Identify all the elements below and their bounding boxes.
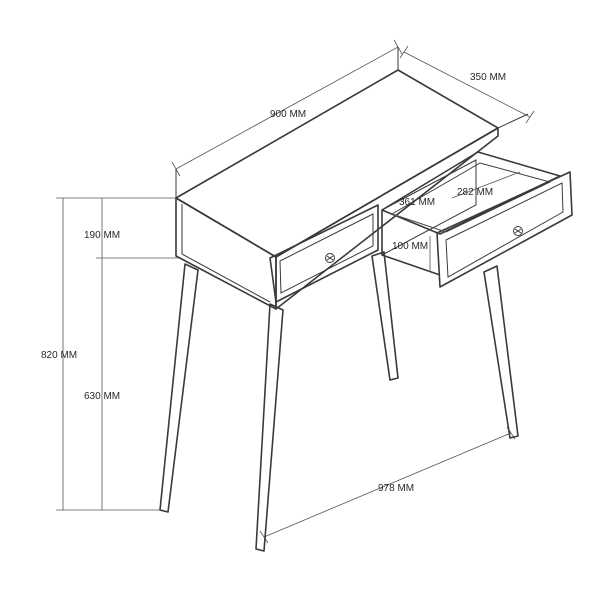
total-height-dimension: 820 MM — [41, 197, 176, 511]
drawer-height-label: 100 MM — [392, 241, 428, 252]
width-label: 900 MM — [270, 109, 306, 120]
table-right-face — [275, 127, 499, 310]
leg-span-label: 978 MM — [378, 483, 414, 494]
top-height-label: 190 MM — [84, 230, 120, 241]
back-left-leg — [371, 251, 399, 381]
back-right-leg — [483, 265, 519, 439]
width-dimension: 900 MM — [171, 39, 403, 198]
leg-span-dimension: 978 MM — [259, 426, 516, 544]
drawer-depth-label: 282 MM — [457, 187, 493, 198]
right-drawer-front — [436, 171, 573, 288]
left-drawer — [269, 204, 379, 303]
leg-height-label: 630 MM — [84, 391, 120, 402]
front-right-leg — [255, 303, 284, 552]
drawer-width-label: 361 MM — [399, 197, 435, 208]
total-height-label: 820 MM — [41, 350, 77, 361]
table-legs — [159, 251, 519, 552]
right-drawer: 282 MM 361 MM 100 MM — [381, 151, 573, 288]
top-height-dimension: 190 MM — [84, 198, 178, 259]
depth-label: 350 MM — [470, 72, 506, 83]
table-body — [175, 69, 499, 310]
depth-dimension: 350 MM — [399, 45, 535, 129]
leg-height-dimension: 630 MM — [84, 258, 120, 510]
table-front-face — [175, 197, 277, 310]
front-left-leg — [159, 263, 199, 513]
